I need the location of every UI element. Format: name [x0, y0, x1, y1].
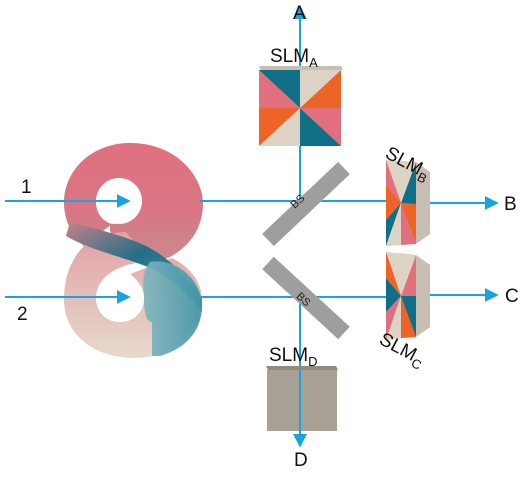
output-label-d: D — [294, 450, 308, 471]
slm-a-label: SLMA — [270, 46, 318, 70]
input-label-1: 1 — [21, 177, 32, 198]
slm-b-device: SLMB — [382, 143, 430, 246]
input-label-2: 2 — [17, 304, 28, 325]
slm-a-device: SLMA — [259, 46, 343, 146]
slm-c-device: SLMC — [376, 252, 430, 373]
slm-d-label: SLMD — [269, 345, 317, 369]
output-label-a: A — [293, 3, 306, 24]
beam-splitter-top: BS — [262, 161, 350, 247]
output-label-b: B — [504, 194, 517, 215]
output-label-c: C — [505, 286, 519, 307]
slm-d-device: SLMD — [266, 345, 338, 431]
knotted-beam-shape — [64, 143, 203, 358]
